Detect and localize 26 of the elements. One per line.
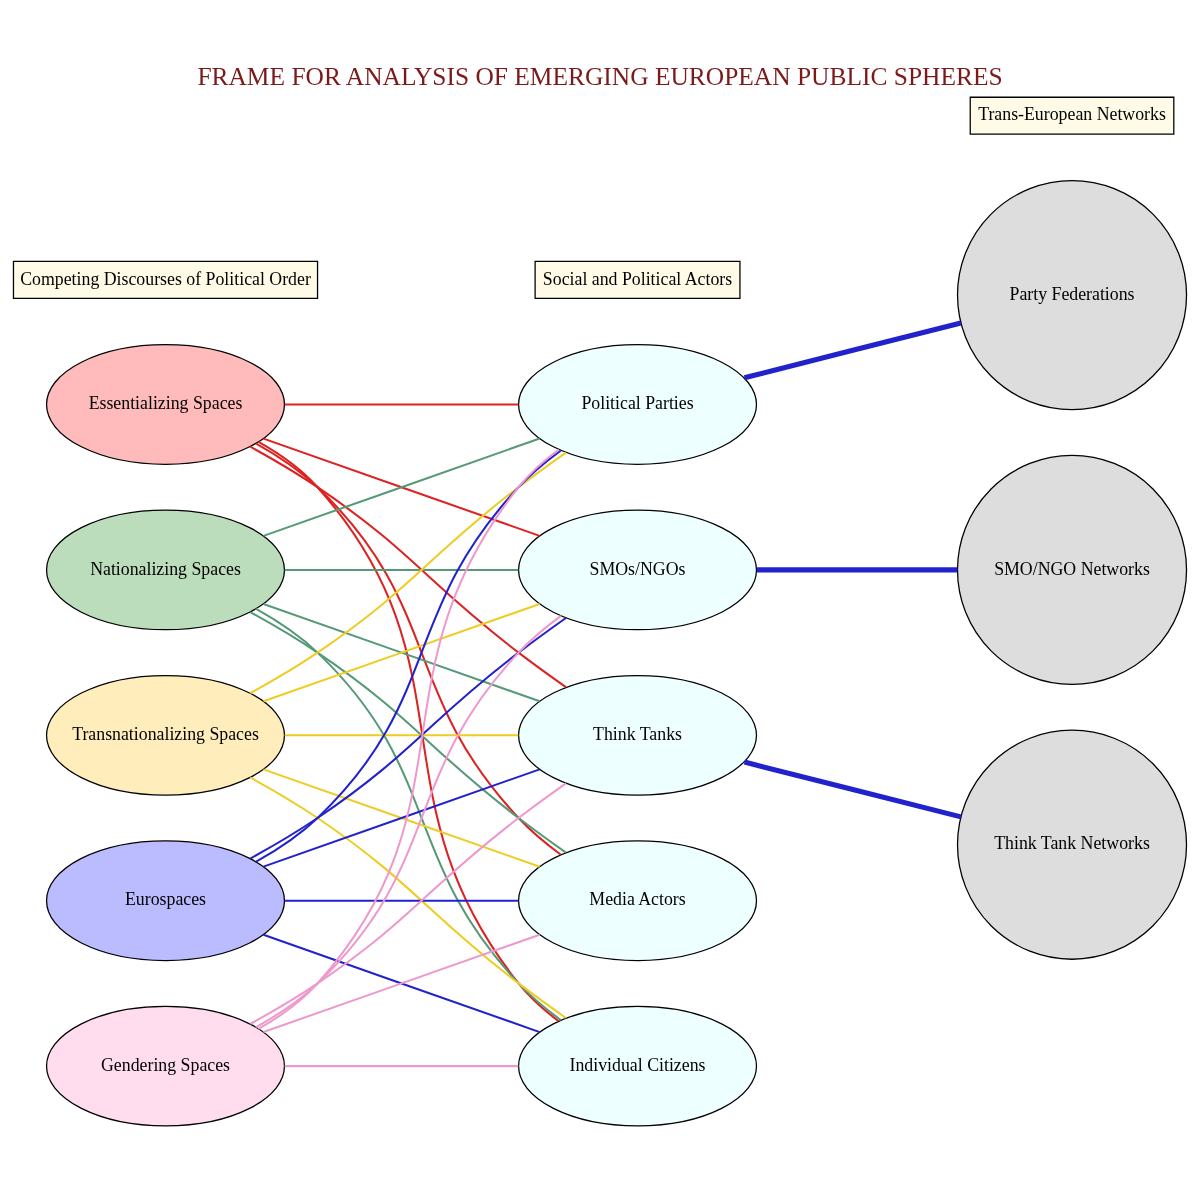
node-ellipse: Eurospaces: [45, 840, 286, 962]
node-circle: Party Federations: [956, 179, 1188, 411]
node-ellipse: Individual Citizens: [517, 1005, 758, 1127]
connector: [284, 403, 519, 406]
connector: [756, 567, 958, 573]
node-ellipse: Think Tanks: [517, 674, 758, 796]
node-box: Social and Political Actors: [534, 260, 741, 299]
node-box: Trans-European Networks: [969, 96, 1175, 135]
connector: [263, 768, 540, 868]
node-ellipse: Nationalizing Spaces: [45, 509, 286, 631]
node-circle: SMO/NGO Networks: [956, 454, 1188, 686]
node-ellipse: Gendering Spaces: [45, 1005, 286, 1127]
diagram-title: FRAME FOR ANALYSIS OF EMERGING EUROPEAN PUBLIC SPHERES: [197, 61, 1003, 91]
connector: [743, 320, 962, 381]
connector: [284, 734, 519, 737]
connector: [284, 568, 519, 571]
node-ellipse: Political Parties: [517, 344, 758, 465]
connector: [284, 1065, 519, 1068]
node-ellipse: SMOs/NGOs: [517, 509, 758, 631]
node-ellipse: Transnationalizing Spaces: [45, 674, 286, 796]
node-ellipse: Essentializing Spaces: [45, 344, 286, 465]
node-ellipse: Media Actors: [517, 840, 758, 962]
connector: [284, 899, 519, 902]
node-circle: Think Tank Networks: [956, 729, 1188, 960]
connector: [743, 759, 962, 820]
node-box: Competing Discourses of Political Order: [12, 260, 319, 299]
